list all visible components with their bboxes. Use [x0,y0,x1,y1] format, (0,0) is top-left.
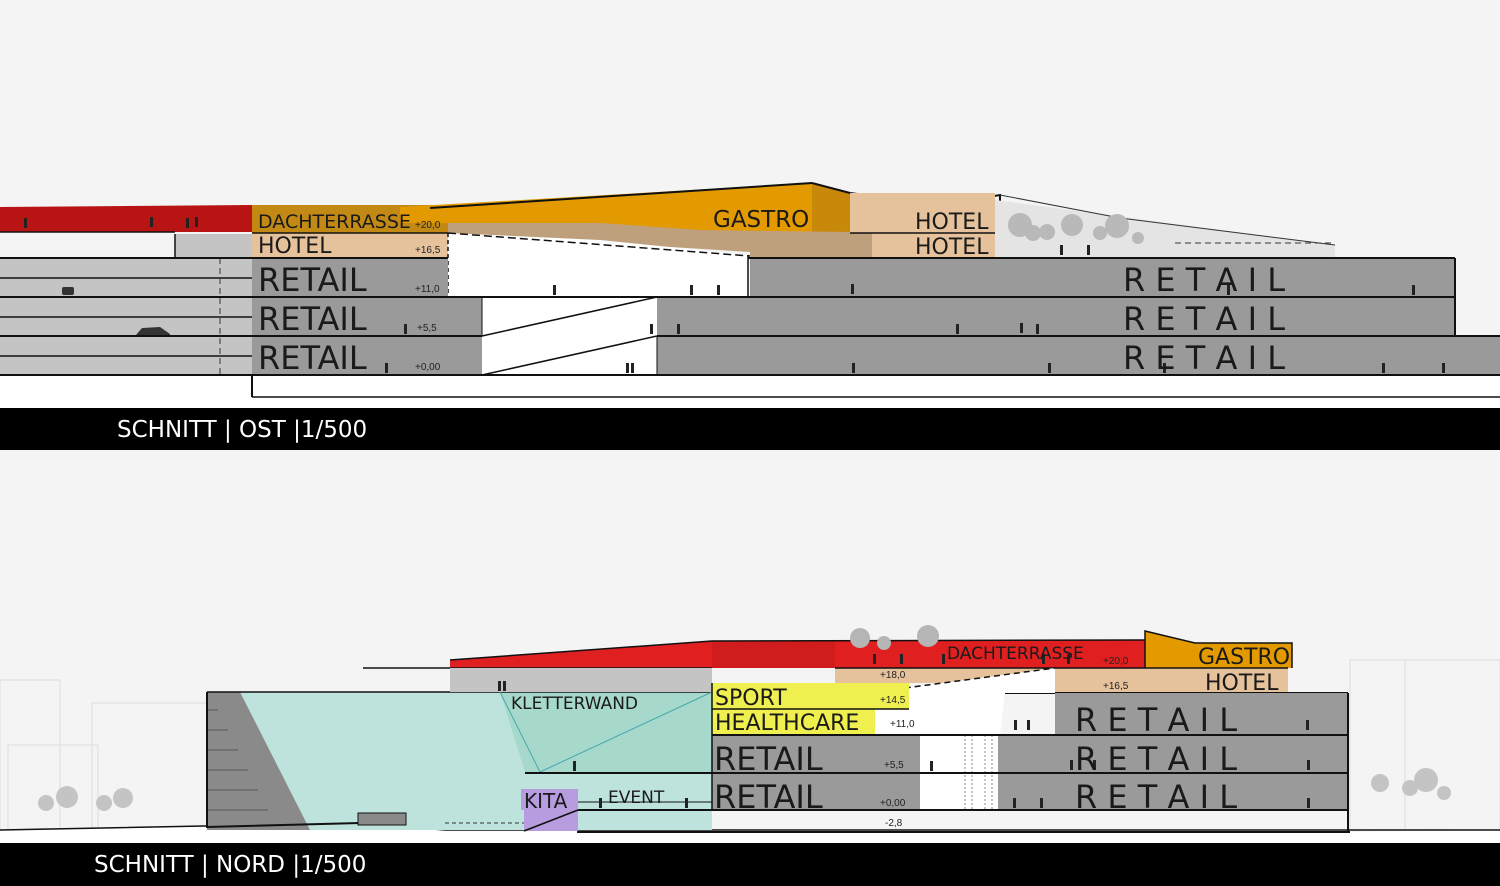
caption-schnitt-ost: SCHNITT | OST |1/500 [117,417,367,443]
level-marker: +5,5 [884,760,904,771]
level-marker: +11,0 [890,719,915,730]
label-retail-right-1: R E T A I L [1075,701,1237,739]
section-ost: DACHTERRASSE GASTRO HOTEL HOTEL HOTEL RE… [0,182,1500,450]
label-dachterrasse: DACHTERRASSE [258,211,411,233]
dachterrasse-roof-left [0,205,252,232]
label-kletterwand: KLETTERWAND [511,694,638,714]
section-nord: DACHTERRASSE GASTRO HOTEL SPORT HEALTHCA… [0,625,1500,886]
label-retail-right-3: R E T A I L [1075,778,1237,816]
level-marker: +0,00 [415,362,441,373]
level-marker: +0,00 [880,798,906,809]
kita-area [521,789,578,810]
parking-floors [0,257,252,375]
caption-bar [0,408,1500,450]
level-marker: +5,5 [417,323,437,334]
caption-bar [0,843,1500,886]
label-retail-left-2: RETAIL [714,778,823,816]
level-marker: -2,8 [885,818,903,829]
label-retail-right-1: R E T A I L [1123,261,1285,299]
label-dachterrasse: DACHTERRASSE [947,644,1084,664]
gastro-area [400,183,850,233]
car-icon [136,327,170,337]
label-retail-left-1: RETAIL [258,261,367,299]
car-icon [62,287,74,295]
label-retail-right-3: R E T A I L [1123,339,1285,377]
label-sport: SPORT [715,686,787,711]
level-marker: +14,5 [880,695,906,706]
trees [1008,213,1144,244]
level-marker: +18,0 [880,670,906,681]
hotel-area-right-top [850,193,995,233]
label-hotel-right-bottom: HOTEL [915,235,989,260]
caption-schnitt-nord: SCHNITT | NORD |1/500 [94,852,366,878]
label-healthcare: HEALTHCARE [715,711,859,736]
sport-area [712,683,909,709]
people-figures [498,654,1310,808]
label-gastro: GASTRO [713,207,809,233]
level-marker: +16,5 [415,245,441,256]
label-hotel: HOTEL [1205,671,1279,696]
level-marker: +16,5 [1103,681,1129,692]
trees [38,768,1451,811]
label-hotel-right-top: HOTEL [915,210,989,235]
hotel-area [1055,668,1288,693]
people-figures [24,217,1445,373]
hotel-area-right-bottom [872,233,995,258]
label-kita: KITA [524,789,568,813]
level-marker: +11,0 [415,284,440,295]
label-retail-right-2: R E T A I L [1075,740,1237,778]
healthcare-area [712,709,875,735]
label-retail-right-2: R E T A I L [1123,300,1285,338]
label-gastro: GASTRO [1198,645,1290,670]
label-retail-left-2: RETAIL [258,300,367,338]
label-event: EVENT [608,788,665,808]
label-hotel-left: HOTEL [258,234,332,259]
level-marker: +20,0 [415,220,441,231]
level-marker: +20,0 [1103,656,1129,667]
label-retail-left-3: RETAIL [258,339,367,377]
label-retail-left-1: RETAIL [714,740,823,778]
hotel-area-left [252,233,448,258]
